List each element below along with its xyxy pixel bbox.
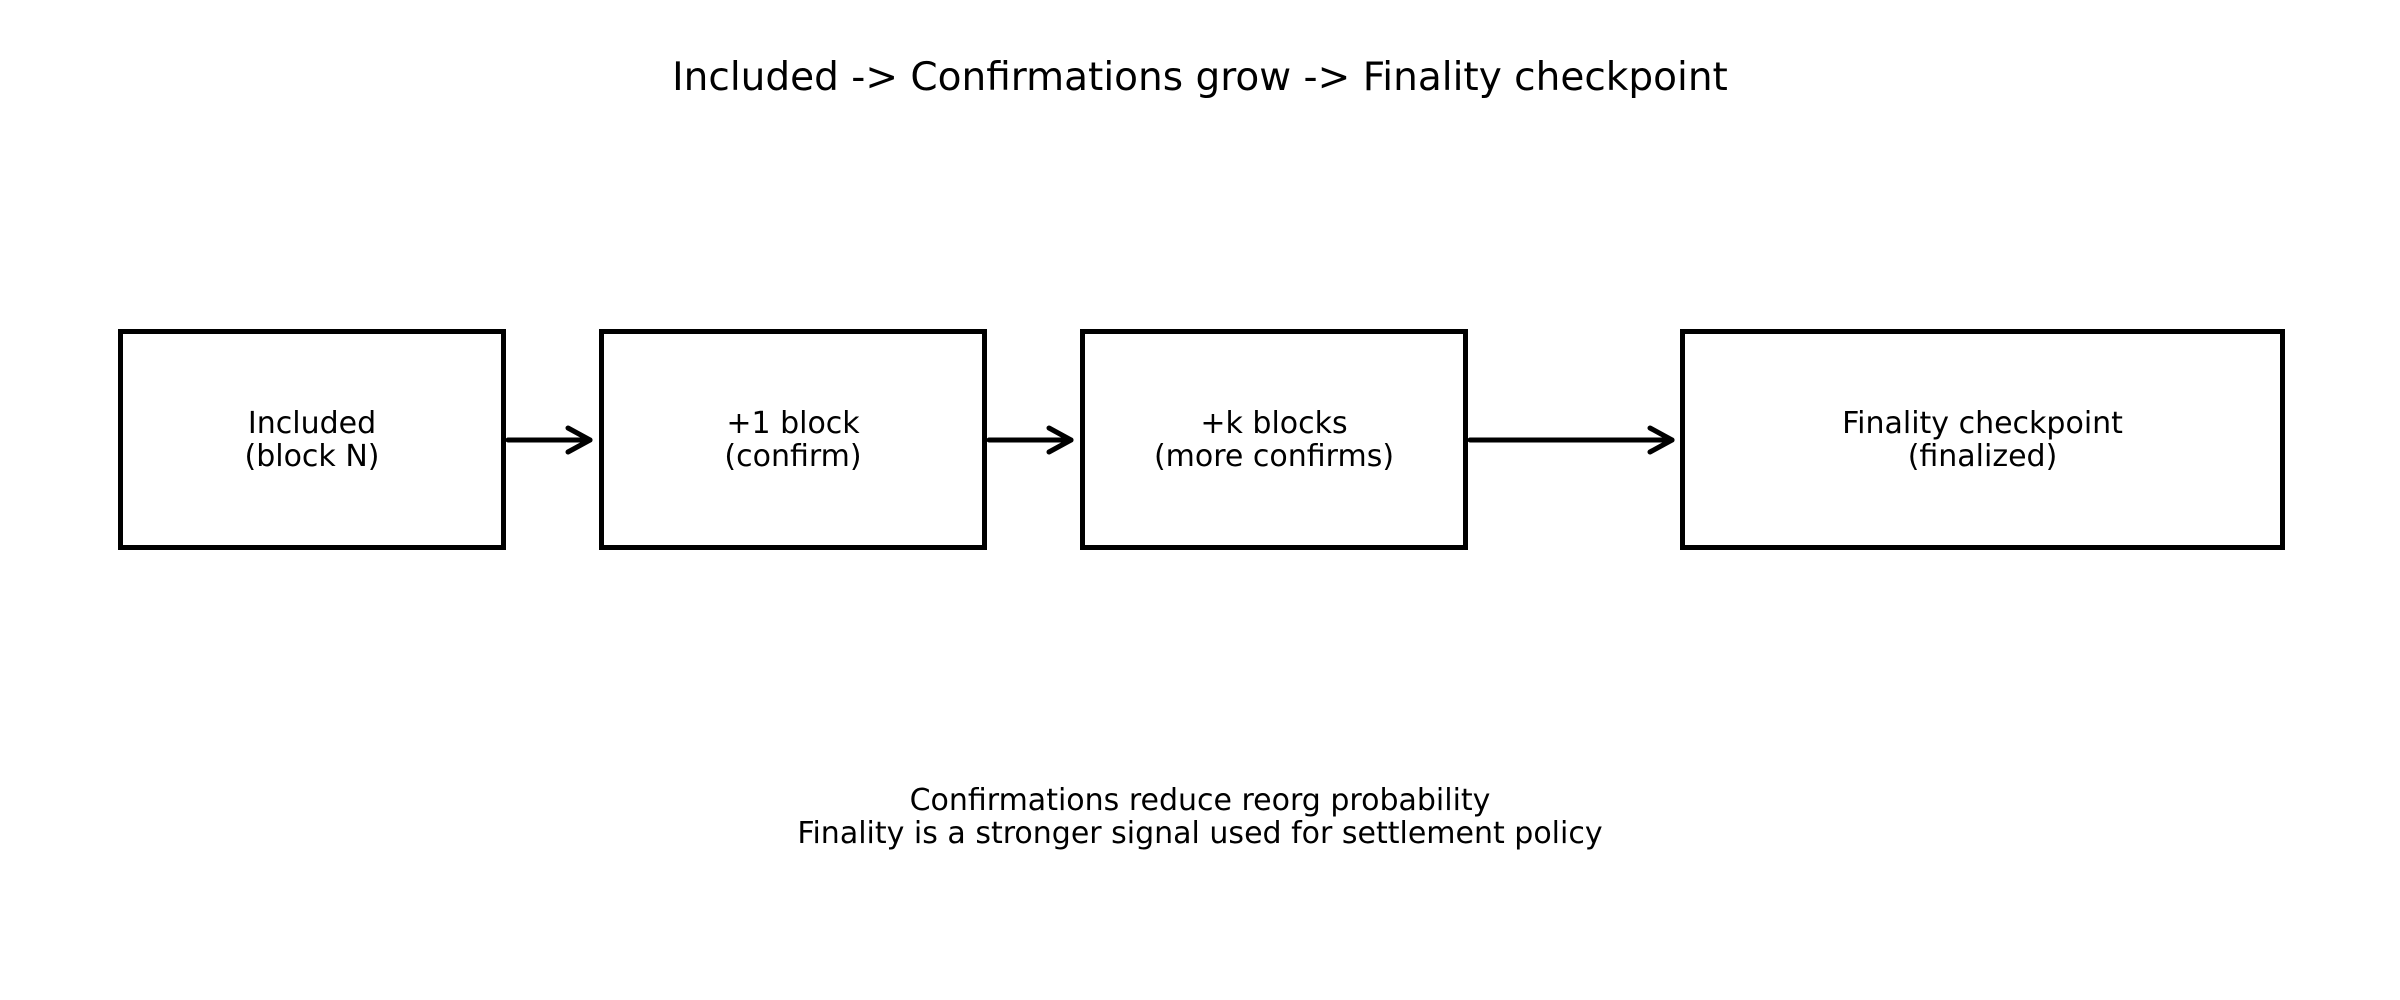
stage-finality-box: Finality checkpoint (finalized)	[1680, 329, 2285, 550]
stage-included-box: Included (block N)	[118, 329, 506, 550]
caption-line-2: Finality is a stronger signal used for s…	[797, 816, 1603, 851]
arrow-2-to-3	[986, 425, 1074, 455]
stage-finality-label: Finality checkpoint	[1842, 405, 2123, 441]
caption-line-1: Confirmations reduce reorg probability	[909, 783, 1491, 818]
arrow-1-to-2	[505, 425, 593, 455]
stage-plus-k-box: +k blocks (more confirms)	[1080, 329, 1468, 550]
stage-plus-k-label: +k blocks	[1200, 405, 1348, 441]
caption: Confirmations reduce reorg probability F…	[0, 784, 2400, 850]
stage-included-sublabel: (block N)	[244, 438, 380, 474]
stage-plus-one-label: +1 block	[726, 405, 860, 441]
arrow-3-to-4	[1467, 425, 1675, 455]
stage-finality-sublabel: (finalized)	[1907, 438, 2058, 474]
diagram-title: Included -> Confirmations grow -> Finali…	[672, 55, 1728, 100]
stage-included-label: Included	[247, 405, 377, 441]
stage-plus-k-sublabel: (more confirms)	[1153, 438, 1395, 474]
stage-plus-one-sublabel: (confirm)	[724, 438, 862, 474]
stage-plus-one-box: +1 block (confirm)	[599, 329, 987, 550]
